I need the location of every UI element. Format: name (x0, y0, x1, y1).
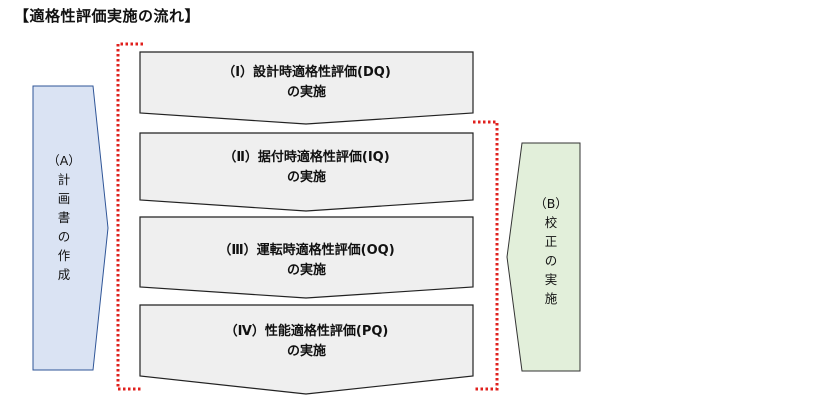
step-2-subtitle: の実施 (286, 170, 326, 185)
left-arrow-char: 計 (57, 172, 71, 187)
right-arrow-char: の (544, 253, 558, 268)
step-4-title: （Ⅳ）性能適格性評価(PQ) (224, 324, 389, 339)
left-arrow-char: の (57, 229, 71, 244)
page-title: 【適格性評価実施の流れ】 (14, 7, 201, 25)
chevron-shape-4 (139, 304, 474, 395)
right-arrow-char: 実 (544, 272, 558, 287)
left-arrow-char: 画 (57, 191, 71, 206)
step-4-label: （Ⅳ）性能適格性評価(PQ) の実施 (140, 322, 473, 362)
step-1-label: （Ⅰ）設計時適格性評価(DQ) の実施 (140, 63, 473, 103)
right-arrow-tag: （B） (534, 196, 568, 211)
left-arrow-char: 作 (57, 248, 71, 263)
step-1-subtitle: の実施 (286, 85, 326, 100)
right-arrow-char: 校 (544, 215, 558, 230)
left-arrow-char: 書 (57, 210, 71, 225)
step-3-title: （Ⅲ）運転時適格性評価(OQ) (218, 243, 395, 258)
step-3-subtitle: の実施 (286, 263, 326, 278)
step-4-subtitle: の実施 (286, 344, 326, 359)
left-arrow-tag: （A） (47, 153, 81, 168)
left-arrow-shape (32, 85, 109, 371)
chevron-shape-1 (139, 51, 474, 125)
step-2-label: （Ⅱ）据付時適格性評価(IQ) の実施 (140, 148, 473, 188)
right-arrow-label: （B） 校 正 の 実 施 (522, 194, 580, 308)
step-3-label: （Ⅲ）運転時適格性評価(OQ) の実施 (140, 241, 473, 281)
right-arrow-char: 施 (544, 291, 558, 306)
step-2-title: （Ⅱ）据付時適格性評価(IQ) (223, 150, 390, 165)
step-1-title: （Ⅰ）設計時適格性評価(DQ) (222, 65, 391, 80)
right-arrow-char: 正 (544, 234, 558, 249)
chevron-shape-3 (139, 216, 474, 299)
left-dotted-bracket (116, 42, 143, 391)
right-arrow-shape (506, 142, 581, 372)
right-dotted-bracket (473, 120, 499, 391)
left-arrow-label: （A） 計 画 書 の 作 成 (33, 151, 95, 284)
chevron-shape-2 (139, 132, 474, 212)
left-arrow-char: 成 (57, 267, 71, 282)
